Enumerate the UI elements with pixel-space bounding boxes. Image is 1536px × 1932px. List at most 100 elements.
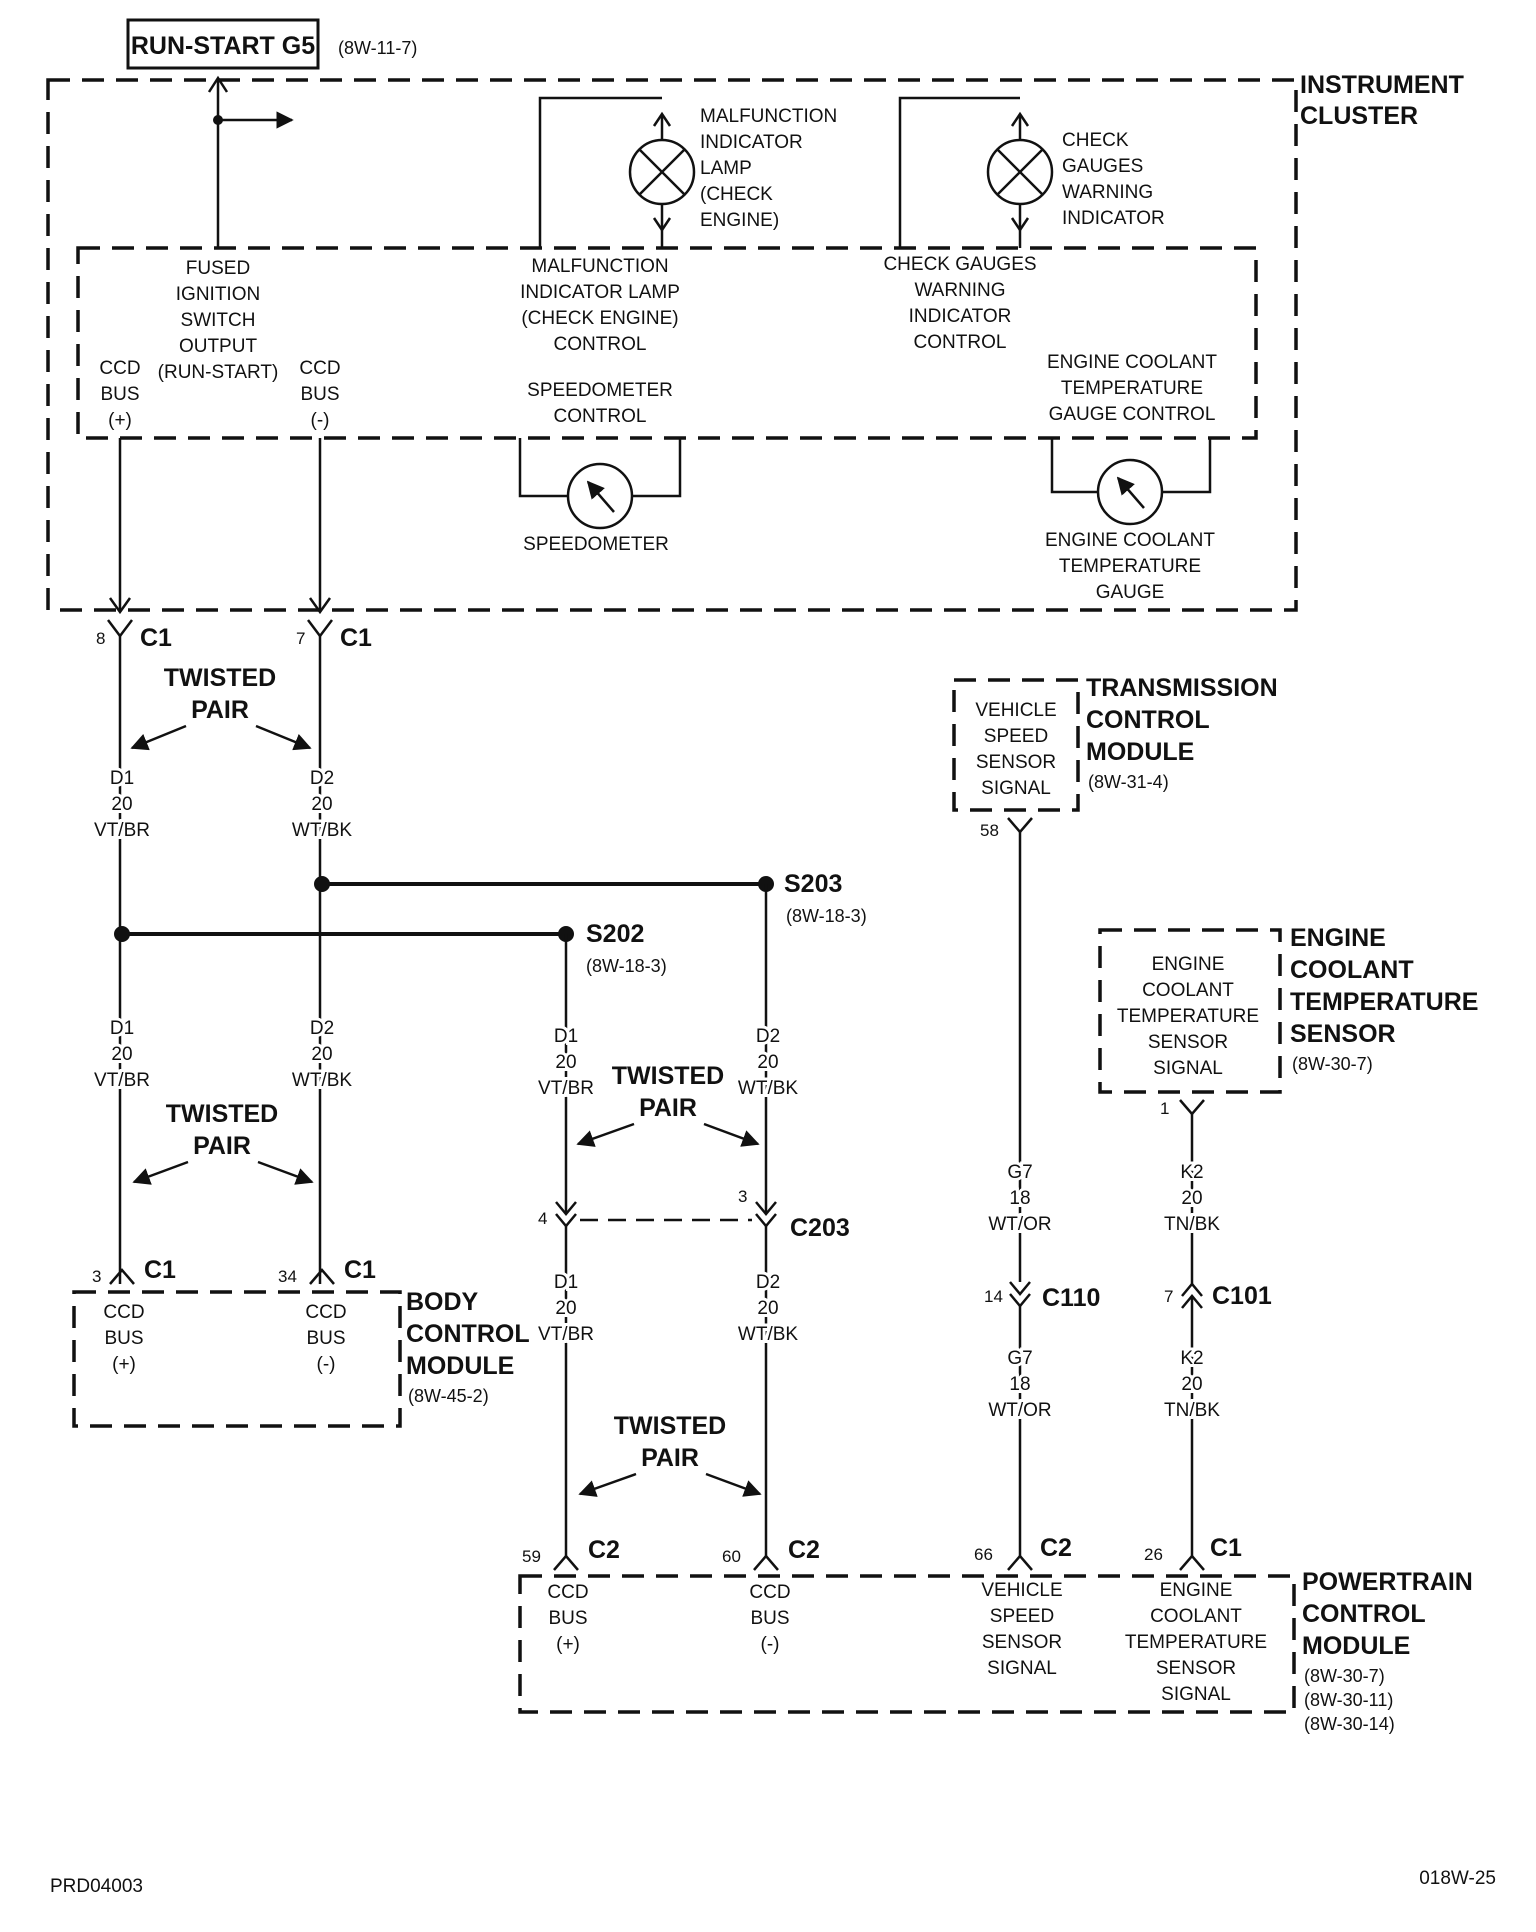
pcm-c2-66: C2: [1040, 1534, 1072, 1562]
svg-text:PAIR: PAIR: [191, 696, 249, 724]
svg-text:COOLANT: COOLANT: [1142, 980, 1234, 1001]
svg-text:CONTROL: CONTROL: [554, 334, 647, 355]
svg-text:INDICATOR: INDICATOR: [1062, 208, 1165, 229]
c110-connector: [1009, 1281, 1031, 1308]
speedometer-label: SPEEDOMETER: [523, 534, 669, 555]
svg-text:BUS: BUS: [306, 1328, 345, 1349]
svg-text:BUS: BUS: [100, 384, 139, 405]
speedometer-control-label: SPEEDOMETER CONTROL: [527, 380, 673, 427]
svg-text:SENSOR: SENSOR: [1148, 1032, 1228, 1053]
svg-text:D2: D2: [756, 1272, 780, 1293]
svg-text:MODULE: MODULE: [1086, 738, 1194, 766]
svg-text:WT/OR: WT/OR: [988, 1400, 1051, 1421]
pin-c203-3: 3: [738, 1187, 747, 1206]
wire-label-d1-top: D1 20 VT/BR: [91, 765, 153, 844]
instrument-cluster-box: [46, 78, 1298, 612]
svg-text:(CHECK: (CHECK: [700, 184, 773, 205]
footer-right: 018W-25: [1419, 1868, 1496, 1889]
pcm-box: [518, 1574, 1296, 1714]
svg-text:CHECK: CHECK: [1062, 130, 1129, 151]
wire-label-d2-pcm-bot: D2 20 WT/BK: [735, 1269, 801, 1348]
wire-label-d2-mid: D2 20 WT/BK: [289, 1015, 355, 1094]
svg-text:TWISTED: TWISTED: [614, 1412, 727, 1440]
svg-text:WT/BK: WT/BK: [292, 1070, 352, 1091]
svg-text:SWITCH: SWITCH: [181, 310, 256, 331]
c110-label: C110: [1042, 1284, 1100, 1312]
svg-text:(8W-45-2): (8W-45-2): [408, 1386, 489, 1406]
svg-text:CCD: CCD: [103, 1302, 144, 1323]
c203-label: C203: [790, 1214, 850, 1242]
wire-label-d1-pcm-bot: D1 20 VT/BR: [535, 1269, 597, 1348]
svg-text:CONTROL: CONTROL: [406, 1320, 530, 1348]
svg-text:TWISTED: TWISTED: [164, 664, 277, 692]
svg-text:SIGNAL: SIGNAL: [1161, 1684, 1231, 1705]
svg-text:GAUGE: GAUGE: [1096, 582, 1165, 603]
svg-text:20: 20: [1181, 1374, 1202, 1395]
ect-gauge-label: ENGINE COOLANT TEMPERATURE GAUGE: [1045, 530, 1215, 603]
svg-text:MODULE: MODULE: [1302, 1632, 1410, 1660]
svg-text:TWISTED: TWISTED: [612, 1062, 725, 1090]
svg-text:D2: D2: [756, 1026, 780, 1047]
svg-text:ENGINE: ENGINE: [1152, 954, 1225, 975]
svg-text:CONTROL: CONTROL: [1302, 1600, 1426, 1628]
pcm-ects-label: ENGINE COOLANT TEMPERATURE SENSOR SIGNAL: [1125, 1580, 1267, 1705]
svg-text:INDICATOR: INDICATOR: [909, 306, 1012, 327]
svg-text:CHECK GAUGES: CHECK GAUGES: [883, 254, 1036, 275]
svg-text:MALFUNCTION: MALFUNCTION: [531, 256, 668, 277]
svg-text:(8W-30-11): (8W-30-11): [1304, 1690, 1393, 1710]
fused-ignition-label: FUSED IGNITION SWITCH OUTPUT (RUN-START): [158, 258, 279, 383]
wire-label-d1-pcm-top: D1 20 VT/BR: [535, 1023, 597, 1102]
svg-text:MALFUNCTION: MALFUNCTION: [700, 106, 837, 127]
svg-text:20: 20: [555, 1298, 576, 1319]
svg-text:COOLANT: COOLANT: [1150, 1606, 1242, 1627]
svg-text:ENGINE: ENGINE: [1160, 1580, 1233, 1601]
wire-label-g7-bot: G7 18 WT/OR: [985, 1345, 1054, 1424]
svg-text:TEMPERATURE: TEMPERATURE: [1059, 556, 1201, 577]
pcm-ccd-minus-label: CCD BUS (-): [749, 1582, 790, 1655]
svg-text:SENSOR: SENSOR: [982, 1632, 1062, 1653]
twisted-pair-4: TWISTED PAIR: [578, 1412, 762, 1497]
svg-text:GAUGE CONTROL: GAUGE CONTROL: [1049, 404, 1216, 425]
svg-text:ENGINE): ENGINE): [700, 210, 779, 231]
pcm-vss-label: VEHICLE SPEED SENSOR SIGNAL: [981, 1580, 1062, 1679]
wire-label-k2-bot: K2 20 TN/BK: [1161, 1345, 1223, 1424]
svg-text:SIGNAL: SIGNAL: [981, 778, 1051, 799]
svg-text:D2: D2: [310, 1018, 334, 1039]
pin-ic-8: 8: [96, 629, 105, 648]
svg-text:TEMPERATURE: TEMPERATURE: [1125, 1632, 1267, 1653]
svg-text:VEHICLE: VEHICLE: [981, 1580, 1062, 1601]
svg-text:VT/BR: VT/BR: [538, 1324, 594, 1345]
svg-text:(-): (-): [311, 410, 330, 431]
svg-text:TN/BK: TN/BK: [1164, 1400, 1220, 1421]
svg-text:GAUGES: GAUGES: [1062, 156, 1143, 177]
ects-signal-label: ENGINE COOLANT TEMPERATURE SENSOR SIGNAL: [1117, 954, 1259, 1079]
mil-lamp: [538, 96, 696, 248]
svg-text:TN/BK: TN/BK: [1164, 1214, 1220, 1235]
pcm-c2-60: C2: [788, 1536, 820, 1564]
svg-text:TEMPERATURE: TEMPERATURE: [1061, 378, 1203, 399]
ic-ccd-bus-plus-label: CCD BUS (+): [99, 358, 140, 431]
pin-tcm-58: 58: [980, 821, 999, 840]
svg-text:20: 20: [311, 1044, 332, 1065]
pin-ects-1: 1: [1160, 1099, 1169, 1118]
pin-pcm-59: 59: [522, 1547, 541, 1566]
svg-text:(-): (-): [761, 1634, 780, 1655]
svg-text:CCD: CCD: [749, 1582, 790, 1603]
svg-text:(8W-30-7): (8W-30-7): [1304, 1666, 1385, 1686]
svg-text:D1: D1: [554, 1272, 578, 1293]
tcm-box: [952, 678, 1080, 812]
ects-title: ENGINE COOLANT TEMPERATURE SENSOR (8W-30…: [1290, 924, 1478, 1074]
svg-text:K2: K2: [1180, 1162, 1203, 1183]
svg-text:ENGINE COOLANT: ENGINE COOLANT: [1045, 530, 1215, 551]
svg-text:SIGNAL: SIGNAL: [1153, 1058, 1223, 1079]
svg-text:G7: G7: [1007, 1348, 1032, 1369]
svg-text:20: 20: [757, 1298, 778, 1319]
bcm-c1-minus: C1: [344, 1256, 376, 1284]
bcm-title: BODY CONTROL MODULE (8W-45-2): [406, 1288, 530, 1406]
svg-text:(-): (-): [317, 1354, 336, 1375]
ects-box: [1098, 928, 1282, 1094]
svg-text:CCD: CCD: [547, 1582, 588, 1603]
svg-text:20: 20: [111, 1044, 132, 1065]
svg-text:18: 18: [1009, 1188, 1030, 1209]
pin-pcm-26: 26: [1144, 1545, 1163, 1564]
